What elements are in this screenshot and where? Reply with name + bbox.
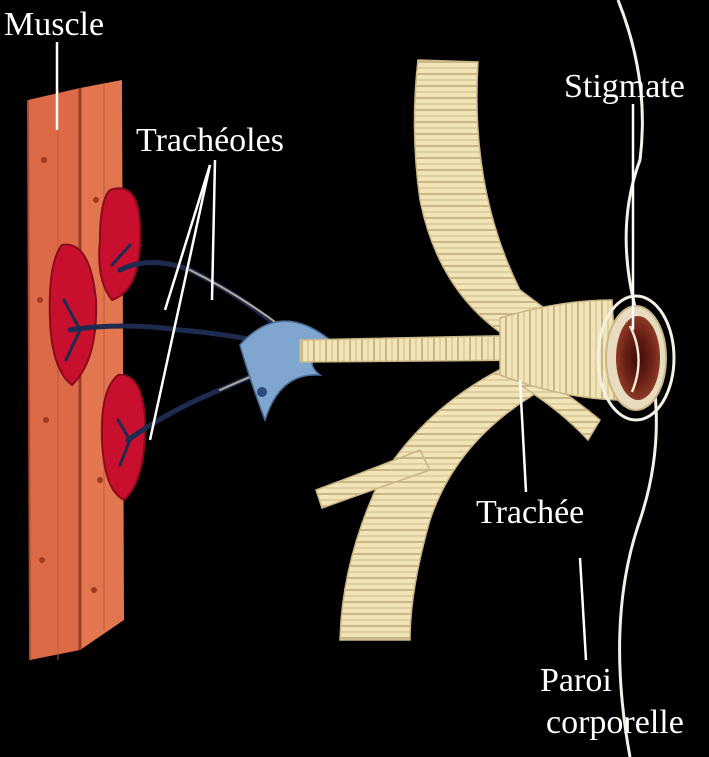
tracheoles-label: Trachéoles (136, 122, 284, 159)
paroi-label-line2: corporelle (546, 704, 684, 741)
stigmate-slit (628, 325, 640, 393)
leader-lines (55, 42, 635, 661)
trachea-upper (413, 59, 562, 346)
tracheole-cell-nucleus (257, 387, 267, 397)
trachee-label: Trachée (476, 494, 585, 531)
stigmate-rim-outer (596, 294, 676, 422)
stigmate-label: Stigmate (564, 68, 685, 105)
trachea-lower (339, 359, 562, 641)
trachea-small-branch-left (315, 449, 432, 509)
muscle-label: Muscle (4, 6, 105, 43)
tracheole-cell (239, 320, 332, 423)
paroi-label-line1: Paroi (540, 662, 612, 699)
